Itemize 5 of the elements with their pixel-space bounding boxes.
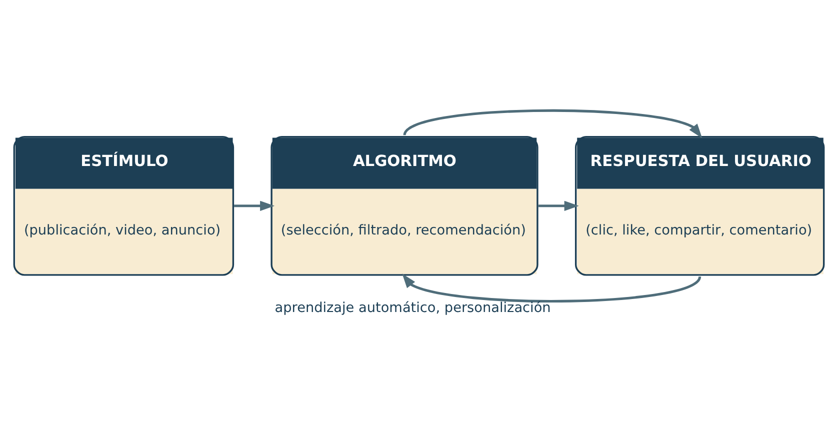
edge-label: aprendizaje automático, personalización [274,300,551,316]
arrow [403,108,702,138]
arrow [402,273,701,302]
arrow [234,200,275,210]
arrow [538,200,579,210]
